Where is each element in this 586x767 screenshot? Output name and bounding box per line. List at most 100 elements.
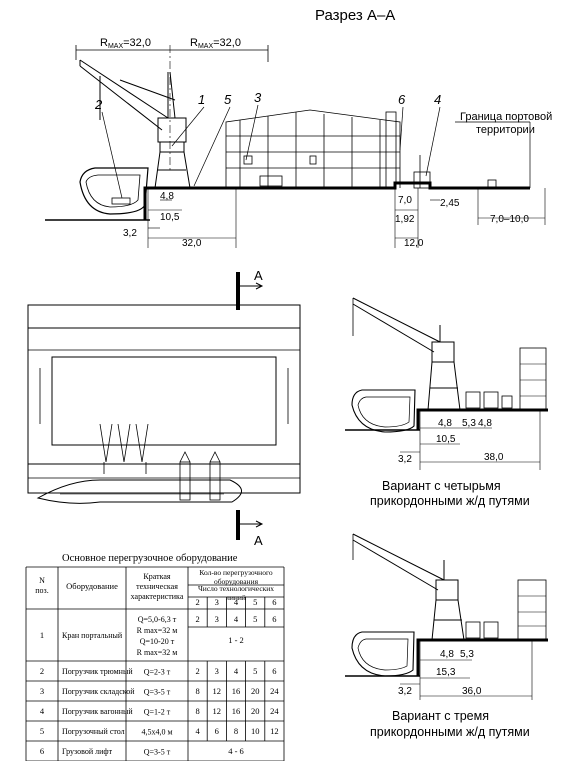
header-pos: поз. <box>35 586 48 595</box>
header-equipment: Оборудование <box>66 581 118 591</box>
row-number: 4 <box>40 706 45 716</box>
row-number: 1 <box>40 630 44 640</box>
section-title: Разрез А–А <box>315 7 395 24</box>
line-number: 6 <box>272 597 276 607</box>
row-spec: Q=10-20 т <box>140 637 175 646</box>
radius-left-label: RMAX=32,0 <box>100 37 151 50</box>
header-count: Кол-во перегрузочного <box>199 568 272 577</box>
row-count: 24 <box>270 686 279 696</box>
row-count: 4 <box>234 614 239 624</box>
row-number: 6 <box>40 746 44 756</box>
row-spec: 4,5х4,0 м <box>141 728 172 737</box>
dim-top-10-5: 10,5 <box>160 212 180 223</box>
header-lines: Число технологических <box>198 584 274 593</box>
portal-crane-top <box>79 59 191 189</box>
row-equipment: Погрузчик складской <box>62 687 135 696</box>
row-equipment: Погрузочный стол <box>62 727 125 736</box>
v3-dim-36-0: 36,0 <box>462 686 482 697</box>
row-count: 4 <box>195 726 200 736</box>
row-count: 24 <box>270 706 279 716</box>
row-number: 3 <box>40 686 44 696</box>
row-count: 12 <box>213 686 222 696</box>
row-count: 2 <box>195 666 199 676</box>
row-count: 2 <box>195 614 199 624</box>
row-count: 4 <box>234 666 239 676</box>
row-range: 1 - 2 <box>228 635 244 645</box>
row-count: 20 <box>251 706 260 716</box>
row-count: 6 <box>272 666 276 676</box>
boundary-label-line1: Граница портовой <box>460 111 552 123</box>
header-count: оборудования <box>214 577 259 586</box>
boundary-label-line2: территории <box>476 124 535 136</box>
v4-dim-5-3: 5,3 <box>462 418 476 429</box>
header-brief: Краткая <box>143 572 170 581</box>
row-spec: Q=5,0-6,3 т <box>138 615 177 624</box>
dim-top-4-8: 4,8 <box>160 191 174 202</box>
row-spec: Q=2-3 т <box>144 668 171 677</box>
v3-caption-line1: Вариант с тремя <box>392 709 489 723</box>
row-count: 16 <box>232 706 241 716</box>
row-equipment: Погрузчик вагонный <box>62 707 133 716</box>
v4-dim-4-8: 4,8 <box>438 418 452 429</box>
callout-6: 6 <box>398 92 406 107</box>
row-range: 4 - 6 <box>228 746 244 756</box>
v3-caption-line2: прикордонными ж/д путями <box>370 725 530 739</box>
v3-dim-4-8: 4,8 <box>440 649 454 660</box>
dim-top-1-92: 1,92 <box>395 214 415 225</box>
v3-dim-5-3: 5,3 <box>460 649 474 660</box>
v3-dim-15-3: 15,3 <box>436 667 456 678</box>
row-count: 6 <box>215 726 219 736</box>
row-count: 8 <box>234 726 238 736</box>
row-count: 16 <box>232 686 241 696</box>
row-equipment: Грузовой лифт <box>62 747 113 756</box>
dim-top-32-0: 32,0 <box>182 238 202 249</box>
row-spec: Q=3-5 т <box>144 748 171 757</box>
row-equipment: Кран портальный <box>62 631 123 640</box>
line-number: 3 <box>215 597 219 607</box>
line-number: 4 <box>234 597 239 607</box>
row-count: 8 <box>195 686 199 696</box>
dim-top-3-2: 3,2 <box>123 228 137 239</box>
dim-top-2-45: 2,45 <box>440 198 460 209</box>
section-mark-bottom: А <box>254 533 263 548</box>
row-number: 5 <box>40 726 44 736</box>
row-count: 3 <box>215 614 219 624</box>
row-spec: Q=3-5 т <box>144 688 171 697</box>
plan-view <box>27 272 301 540</box>
row-count: 10 <box>251 726 260 736</box>
dim-top-7-0-10-0: 7,0–10,0 <box>490 214 529 225</box>
equipment-table: Основное перегрузочное оборудование Nпоз… <box>25 553 285 761</box>
callout-3: 3 <box>254 90 262 105</box>
row-count: 20 <box>251 686 260 696</box>
line-number: 2 <box>195 597 199 607</box>
top-section-view: RMAX=32,0 RMAX=32,0 <box>45 37 552 249</box>
v4-caption-line2: прикордонными ж/д путями <box>370 494 530 508</box>
section-mark-top: А <box>254 268 263 283</box>
header-brief: характеристика <box>131 592 184 601</box>
dim-top-7-0: 7,0 <box>398 195 412 206</box>
row-spec: Q=1-2 т <box>144 708 171 717</box>
variant-four-tracks-view <box>345 297 548 470</box>
v4-dim-3-2: 3,2 <box>398 454 412 465</box>
line-number: 5 <box>253 597 257 607</box>
row-count: 5 <box>253 666 257 676</box>
row-count: 3 <box>215 666 219 676</box>
v3-dim-3-2: 3,2 <box>398 686 412 697</box>
header-n: N <box>39 576 45 585</box>
v4-dim-38-0: 38,0 <box>484 452 504 463</box>
row-equipment: Погрузчик трюмный <box>62 667 133 676</box>
variant-three-tracks-view <box>345 533 548 700</box>
callout-2: 2 <box>94 97 103 112</box>
row-count: 12 <box>213 706 222 716</box>
v4-dim-10-5: 10,5 <box>436 434 456 445</box>
row-spec: R max=32 м <box>137 648 178 657</box>
dim-top-12-0: 12,0 <box>404 238 424 249</box>
v4-caption-line1: Вариант с четырьмя <box>382 479 501 493</box>
warehouse-top <box>225 109 497 189</box>
callout-4: 4 <box>434 92 441 107</box>
row-spec: R max=32 м <box>137 626 178 635</box>
header-brief: техническая <box>136 582 178 591</box>
callout-5: 5 <box>224 92 232 107</box>
v4-dim-4-8b: 4,8 <box>478 418 492 429</box>
